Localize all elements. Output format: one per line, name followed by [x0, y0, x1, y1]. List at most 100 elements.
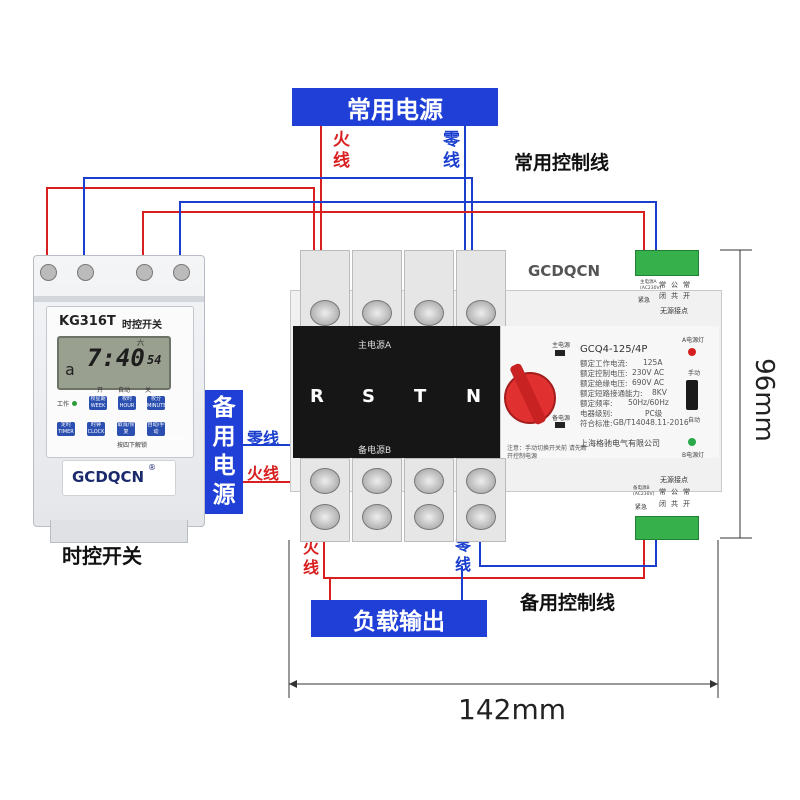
ctrl-top-tag: 紧急: [638, 297, 651, 304]
main-control-label: 常用控制线: [514, 152, 610, 174]
ats-black-panel: [293, 326, 501, 458]
ctrl-bottom-power: 备电源B (AC230V): [633, 486, 654, 498]
timer-minute-button[interactable]: 校分 MINUTE: [147, 396, 167, 410]
timer-clock-button[interactable]: 时钟 CLOCK: [87, 422, 105, 436]
timer-unlock-hint: 按四下解锁: [117, 442, 148, 449]
ctrl-top-col: 常: [683, 281, 690, 289]
ctrl-bottom-col: 公: [671, 488, 678, 496]
spec-value: 230V AC: [632, 368, 665, 377]
ats-brand: GCDQCN: [528, 262, 601, 280]
spec-value: GB/T14048.11-2016: [613, 418, 689, 427]
top-live-char: 线: [333, 151, 350, 171]
ats-top-terminals: [300, 250, 506, 328]
timer-work-led: [72, 401, 77, 406]
timer-lcd: 六 a 7:40 54: [57, 336, 171, 390]
terminal-screw: [362, 300, 392, 326]
spec-label: 符合标准:: [580, 419, 613, 428]
lamp-b-label: B电源灯: [682, 452, 705, 459]
dim-arrow-left: [289, 680, 297, 688]
timer-name: 时控开关: [122, 320, 162, 331]
terminal-screw: [362, 468, 392, 494]
lcd-time: 7:40: [87, 344, 145, 372]
top-neutral-char: 线: [443, 151, 460, 171]
timer-control-blue: [179, 201, 657, 270]
timer-terminal-screw: [136, 264, 153, 281]
mode-auto-label: 自动: [688, 417, 701, 424]
control-terminal-bottom: [635, 516, 699, 540]
timer-model: KG316T: [59, 314, 116, 329]
spec-label: 电器级别:: [580, 409, 613, 418]
ctrl-bottom-col2: 开: [683, 500, 690, 508]
spec-value: 690V AC: [632, 378, 665, 387]
top-neutral-char: 零: [443, 130, 460, 150]
backup-power-indicator: [555, 422, 565, 428]
ctrl-bottom-power-line: (AC230V): [633, 492, 655, 497]
timer-terminal-screw: [77, 264, 94, 281]
top-live-char: 火: [333, 130, 350, 150]
ats-model: GCQ4-125/4P: [580, 344, 648, 355]
spec-value: PC级: [645, 409, 663, 418]
ctrl-bottom-col2: 共: [671, 500, 678, 508]
ctrl-bottom-col: 常: [683, 488, 690, 496]
lamp-b-led: [688, 438, 696, 446]
phase-n: N: [466, 386, 482, 407]
ats-bottom-terminals: [300, 458, 506, 542]
timer-header-auto: 自动: [118, 387, 131, 394]
backup-neutral-label: 零线: [247, 429, 280, 448]
ctrl-top-col: 公: [671, 281, 678, 289]
ats-device: GCDQCN 主电源A (AC230V) 紧急 常 公 常 闭 共 开 无源接点…: [290, 250, 722, 542]
terminal-screw: [466, 300, 496, 326]
ctrl-bottom-power-line: 备电源B: [633, 486, 650, 491]
mode-switch[interactable]: [686, 380, 698, 410]
timer-control-red: [142, 211, 645, 270]
spec-label: 额定绝缘电压:: [580, 379, 628, 388]
spec-label: 额定短路接通能力:: [580, 389, 643, 398]
timer-cancel-button[interactable]: 取消/恢复 CANCEL/RECALL: [117, 422, 158, 442]
timer-work-label: 工作: [57, 401, 70, 408]
top-neutral-label: 零 线: [443, 130, 463, 172]
dim-arrow-right: [710, 680, 718, 688]
spec-label: 额定工作电流:: [580, 359, 628, 368]
timer-brand: GCDQCN: [72, 468, 145, 486]
backup-power-title: 备 用 电 源: [205, 390, 243, 514]
main-power-tag: 主电源: [552, 342, 571, 349]
timer-hour-button[interactable]: 校时 HOUR: [118, 396, 136, 410]
ctrl-bottom-col: 常: [659, 488, 666, 496]
terminal-screw: [466, 468, 496, 494]
timer-foot: [50, 520, 188, 543]
timer-auto-manual-button[interactable]: 自动/手动 AUTO/MANUAL: [147, 422, 184, 442]
spec-value: 8KV: [652, 388, 667, 397]
ctrl-top-power-line: 主电源A: [640, 280, 657, 285]
spec-value: 50Hz/60Hz: [628, 398, 669, 407]
terminal-screw: [466, 504, 496, 530]
terminal-screw: [414, 300, 444, 326]
ctrl-bottom-tag: 紧急: [635, 504, 648, 511]
ctrl-top-col2: 闭: [659, 292, 666, 300]
main-power-title: 常用电源: [292, 88, 498, 126]
timer-timer-button[interactable]: 定时 TIMER: [57, 422, 75, 436]
bottom-live-char: 线: [303, 558, 320, 577]
terminal-screw: [310, 468, 340, 494]
backup-source-label: 备电源B: [358, 446, 392, 456]
backup-control-label: 备用控制线: [520, 592, 616, 614]
ats-manufacturer: 上海格驰电气有限公司: [580, 439, 660, 448]
terminal-screw: [310, 504, 340, 530]
timer-week-button[interactable]: 校星期 WEEK: [89, 396, 107, 410]
timer-terminal-screw: [40, 264, 57, 281]
top-live-label: 火 线: [333, 130, 353, 172]
ats-note: 注意：手动切换开关前 请先断开控制电源: [507, 445, 587, 460]
main-power-indicator: [555, 350, 565, 356]
spec-label: 额定控制电压:: [580, 369, 628, 378]
mode-manual-label: 手动: [688, 370, 701, 377]
ctrl-bottom-col2: 闭: [659, 500, 666, 508]
timer-live-wire: [46, 187, 315, 300]
backup-title-char: 电: [212, 453, 236, 479]
timer-header-on: 开: [97, 387, 104, 394]
timer-neutral-wire: [83, 177, 473, 300]
phase-t: T: [414, 386, 427, 407]
terminal-screw: [414, 504, 444, 530]
timer-header-off: 关: [145, 387, 152, 394]
dim-width-text: 142mm: [458, 693, 566, 726]
